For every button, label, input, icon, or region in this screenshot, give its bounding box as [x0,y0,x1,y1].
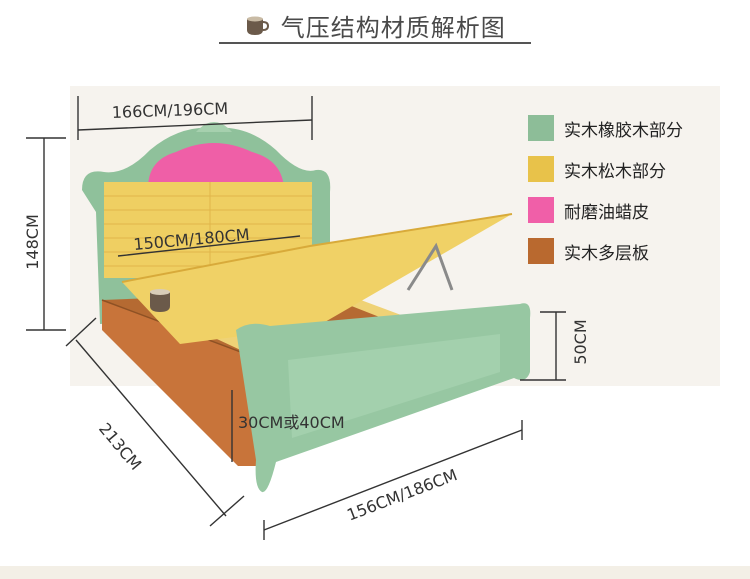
bed-length-label: 213CM [95,419,145,474]
width-line [263,429,523,531]
headboard-height-label: 148CM [23,214,42,270]
footboard-height-label: 50CM [571,319,590,364]
length-line [75,339,227,517]
page-title: 气压结构材质解析图 [280,14,506,42]
legend-item-rubberwood: 实木橡胶木部分 [528,114,683,142]
legend-swatch-plywood [528,238,554,264]
legend-label: 实木松木部分 [564,161,666,182]
top-width-line [77,119,313,131]
length-top-tick [65,317,97,347]
headboard-leather-pad [148,143,284,188]
dimension-lines [26,96,566,540]
coffee-cup-icon [244,13,270,39]
legend-item-pine: 实木松木部分 [528,155,683,183]
legend-item-plywood: 实木多层板 [528,237,683,265]
storage-side-panel [102,300,262,466]
legend-item-leather: 耐磨油蜡皮 [528,196,683,224]
footboard-panel [288,334,500,438]
title-bar: 气压结构材质解析图 [0,8,750,44]
legend-swatch-pine [528,156,554,182]
bed-width-label: 156CM/186CM [344,465,459,524]
legend-label: 耐磨油蜡皮 [564,202,649,223]
legend-swatch-leather [528,197,554,223]
gas-strut [406,242,454,291]
legend-swatch-rubberwood [528,115,554,141]
bottom-strip [0,566,750,579]
lifted-lid [122,214,512,344]
headboard-width-label: 166CM/196CM [111,99,228,122]
legend-label: 实木多层板 [564,243,649,264]
material-legend: 实木橡胶木部分 实木松木部分 耐磨油蜡皮 实木多层板 [528,114,683,278]
mattress-width-line [117,235,301,257]
legend-label: 实木橡胶木部分 [564,120,683,141]
storage-depth-label: 30CM或40CM [238,413,345,432]
cup-on-bed [150,289,170,312]
title-underline [219,42,531,44]
length-bottom-tick [209,495,245,527]
lid-edge [121,213,513,283]
